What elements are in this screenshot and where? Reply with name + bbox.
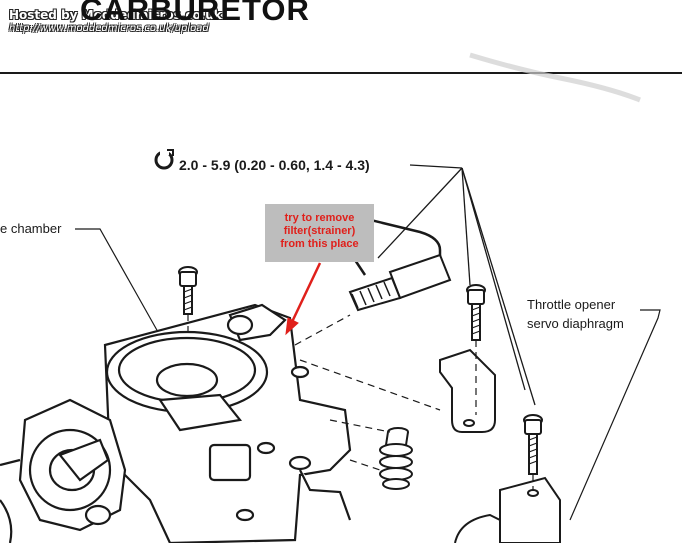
callout-arrow <box>285 262 322 336</box>
torque-spec-text: 2.0 - 5.9 (0.20 - 0.60, 1.4 - 4.3) <box>179 157 370 173</box>
strainer-fitting <box>348 253 452 312</box>
scan-smudge <box>469 52 641 103</box>
torque-wrench-icon <box>154 149 174 170</box>
throttle-opener-label-line1: Throttle opener <box>527 297 616 312</box>
torque-leader-lines <box>377 164 536 406</box>
throttle-servo <box>454 476 561 543</box>
rubber-boot <box>379 427 413 490</box>
callout-note: try to remove filter(strainer) from this… <box>265 204 374 262</box>
carburetor-body <box>103 303 352 543</box>
page-title: CARBURETOR <box>80 0 310 27</box>
chamber-leader-line <box>75 228 159 333</box>
bracket-plate <box>439 348 496 433</box>
callout-line-2: filter(strainer) <box>283 225 356 237</box>
throttle-leader-line <box>569 309 661 521</box>
throttle-lever <box>0 398 127 543</box>
screw-left <box>178 266 198 315</box>
watermark-hosted-by: Hosted by Moddedmicros.co.uk <box>9 8 222 22</box>
chamber-label: e chamber <box>0 221 62 236</box>
watermark-url: http://www.moddedmicros.co.uk/upload <box>9 23 209 34</box>
assembly-dashed-lines <box>187 314 534 490</box>
callout-line-3: from this place <box>280 238 359 250</box>
screw-right <box>523 414 543 475</box>
throttle-opener-label-line2: servo diaphragm <box>527 316 624 331</box>
torque-spec: 2.0 - 5.9 (0.20 - 0.60, 1.4 - 4.3) <box>154 149 370 173</box>
callout-line-1: try to remove <box>284 212 355 224</box>
screw-center <box>466 284 486 341</box>
